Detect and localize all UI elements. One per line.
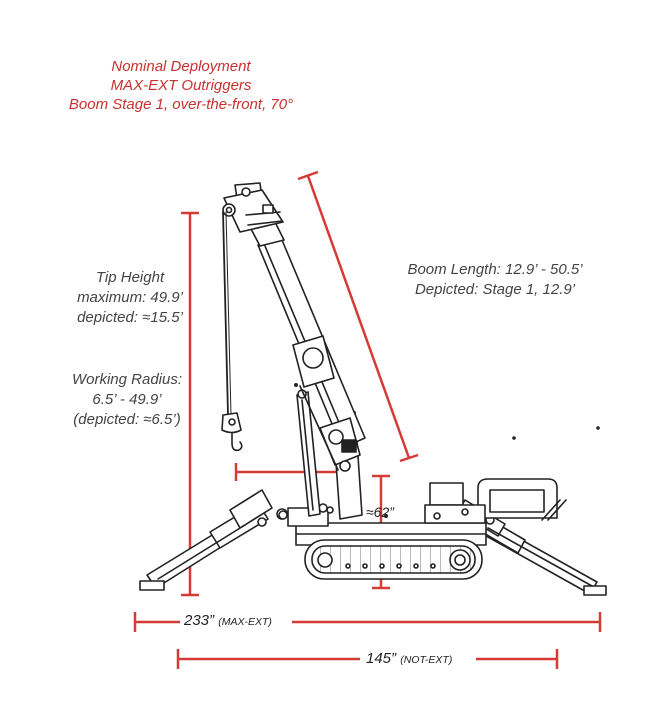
working-radius-line-2: 6.5’ - 49.9’ <box>92 391 162 408</box>
height-label: ≈62” <box>366 504 394 520</box>
boom-length-line-2: Depicted: Stage 1, 12.9’ <box>414 281 576 298</box>
working-radius-line-1: Working Radius: <box>71 371 183 388</box>
hoist-cable <box>222 211 229 416</box>
lift-cylinder <box>296 389 321 517</box>
width-max-label: 233” (MAX-EXT) <box>184 612 272 631</box>
title-line-2: MAX-EXT Outriggers <box>110 77 252 94</box>
tip-height-line-1: Tip Height <box>95 269 165 286</box>
working-radius-label: Working Radius: 6.5’ - 49.9’ (depicted: … <box>52 370 202 430</box>
width-not-label: 145” (NOT-EXT) <box>366 650 452 669</box>
crane-drawing <box>139 182 607 596</box>
width-not-qualifier: (NOT-EXT) <box>400 654 453 666</box>
tip-height-line-3: depicted: ≈15.5’ <box>77 309 183 326</box>
crawler-track <box>304 539 483 580</box>
title-line-1: Nominal Deployment <box>111 58 251 75</box>
tip-height-line-2: maximum: 49.9’ <box>77 289 183 306</box>
width-not-value: 145” <box>366 650 397 667</box>
width-max-qualifier: (MAX-EXT) <box>218 616 272 628</box>
dimension-lines <box>133 170 602 669</box>
width-max-value: 233” <box>184 612 215 629</box>
title-line-3: Boom Stage 1, over-the-front, 70° <box>68 96 294 113</box>
boom-length-line <box>306 175 411 459</box>
crane-body <box>278 478 567 546</box>
main-boom <box>249 221 366 472</box>
hook-block <box>221 412 243 452</box>
boom-head <box>222 182 284 233</box>
boom-length-label: Boom Length: 12.9’ - 50.5’ Depicted: Sta… <box>387 260 603 300</box>
boom-length-line-1: Boom Length: 12.9’ - 50.5’ <box>407 261 583 278</box>
tip-height-label: Tip Height maximum: 49.9’ depicted: ≈15.… <box>60 268 200 328</box>
working-radius-line-3: (depicted: ≈6.5’) <box>73 411 181 428</box>
left-outrigger <box>139 489 288 591</box>
